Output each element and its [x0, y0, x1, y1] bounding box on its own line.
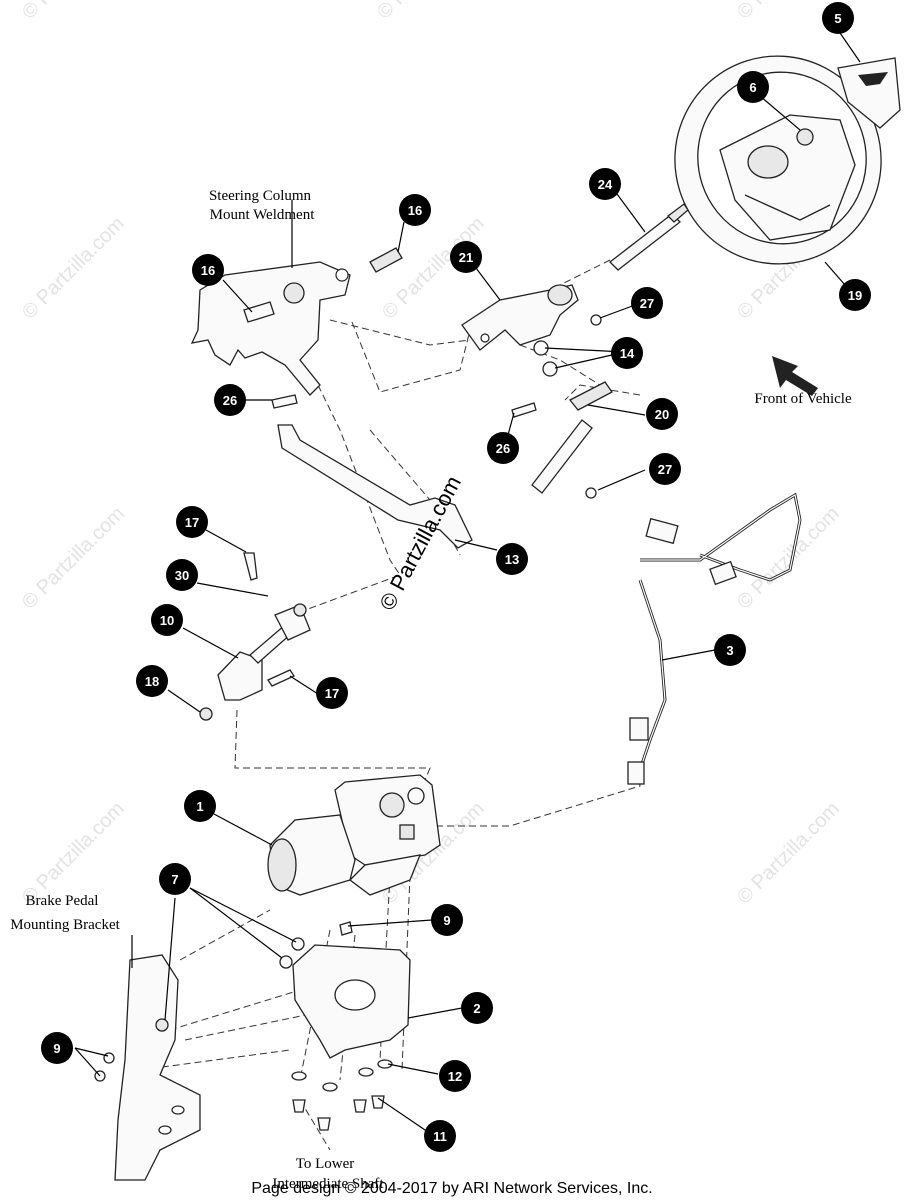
wiring-harness — [627, 492, 802, 785]
callout-12: 12 — [439, 1060, 471, 1092]
svg-text:14: 14 — [620, 346, 635, 361]
callout-6: 6 — [737, 71, 769, 103]
callout-17: 17 — [176, 506, 208, 538]
to-lower-label: To Lower — [296, 1156, 355, 1172]
tilt-lever — [277, 424, 473, 549]
watermark: © Partzilla.com — [18, 0, 129, 24]
watermark: © Partzilla.com — [733, 798, 844, 909]
svg-text:20: 20 — [655, 407, 669, 422]
svg-text:19: 19 — [848, 288, 862, 303]
svg-text:16: 16 — [408, 203, 422, 218]
svg-text:10: 10 — [160, 613, 174, 628]
callout-18: 18 — [136, 665, 168, 697]
callout-30: 30 — [166, 559, 198, 591]
svg-text:27: 27 — [658, 462, 672, 477]
footer-credit: Page design © 2004-2017 by ARI Network S… — [251, 1180, 652, 1197]
intermediate-shaft-label: Intermediate Shaft — [272, 1176, 384, 1192]
svg-text:17: 17 — [185, 515, 199, 530]
callout-13: 13 — [496, 543, 528, 575]
svg-text:7: 7 — [171, 872, 178, 887]
svg-text:9: 9 — [53, 1041, 60, 1056]
front-of-vehicle-label: Front of Vehicle — [754, 391, 852, 407]
column-mount-weldment — [190, 261, 351, 396]
power-steering-unit — [267, 774, 441, 896]
watermark: © Partzilla.com — [18, 798, 129, 909]
svg-text:21: 21 — [459, 250, 473, 265]
tilt-strut — [511, 381, 613, 494]
svg-text:18: 18 — [145, 674, 159, 689]
callout-16: 16 — [399, 194, 431, 226]
watermark: © Partzilla.com — [733, 503, 844, 614]
upper-shaft — [609, 203, 689, 271]
callout-5: 5 — [822, 2, 854, 34]
callout-24: 24 — [589, 168, 621, 200]
callout-2: 2 — [461, 992, 493, 1024]
callout-11: 11 — [424, 1120, 456, 1152]
svg-text:26: 26 — [496, 441, 510, 456]
callout-14: 14 — [611, 337, 643, 369]
svg-text:2: 2 — [473, 1001, 480, 1016]
fasteners-bottom — [291, 921, 393, 1131]
svg-text:3: 3 — [726, 643, 733, 658]
callout-9: 9 — [41, 1032, 73, 1064]
steering-column-label: Steering Column — [209, 188, 312, 204]
brake-pedal-label: Brake Pedal — [26, 893, 99, 909]
mount-weldment-label: Mount Weldment — [210, 207, 316, 223]
callout-9: 9 — [431, 904, 463, 936]
callout-20: 20 — [646, 398, 678, 430]
svg-text:26: 26 — [223, 393, 237, 408]
mount-plate — [279, 937, 411, 1059]
callout-3: 3 — [714, 634, 746, 666]
callout-26: 26 — [487, 432, 519, 464]
text-labels: Steering Column Mount Weldment Front of … — [10, 188, 852, 1192]
callout-1: 1 — [184, 790, 216, 822]
intermediate-shaft — [199, 552, 311, 721]
brake-pedal-bracket — [94, 954, 201, 1181]
mounting-bracket-label: Mounting Bracket — [10, 917, 120, 933]
svg-text:27: 27 — [640, 296, 654, 311]
bolt-16 — [243, 247, 403, 323]
callout-19: 19 — [839, 279, 871, 311]
front-arrow-icon — [772, 356, 818, 396]
svg-text:12: 12 — [448, 1069, 462, 1084]
svg-text:11: 11 — [433, 1129, 447, 1144]
callout-7: 7 — [159, 863, 191, 895]
svg-text:5: 5 — [834, 11, 841, 26]
column-bracket — [461, 284, 579, 351]
svg-text:13: 13 — [505, 552, 519, 567]
callout-27: 27 — [631, 287, 663, 319]
callout-21: 21 — [450, 241, 482, 273]
callouts: 5 6 19 24 16 16 21 27 14 26 26 20 27 13 … — [41, 2, 871, 1152]
svg-text:17: 17 — [325, 686, 339, 701]
callout-27: 27 — [649, 453, 681, 485]
svg-text:6: 6 — [749, 80, 756, 95]
svg-text:16: 16 — [201, 263, 215, 278]
nuts — [533, 314, 602, 499]
callout-10: 10 — [151, 604, 183, 636]
svg-text:1: 1 — [196, 799, 203, 814]
steering-wheel — [674, 55, 882, 265]
svg-text:30: 30 — [175, 568, 189, 583]
callout-26: 26 — [214, 384, 246, 416]
watermark: © Partzilla.com — [18, 213, 129, 324]
horn-emblem — [837, 57, 901, 129]
svg-text:24: 24 — [598, 177, 613, 192]
callout-16: 16 — [192, 254, 224, 286]
svg-text:9: 9 — [443, 913, 450, 928]
callout-17: 17 — [316, 677, 348, 709]
watermark: © Partzilla.com — [373, 0, 484, 24]
bolt-26-upper — [271, 394, 298, 409]
watermark: © Partzilla.com — [18, 503, 129, 614]
leader-lines — [74, 29, 861, 1133]
